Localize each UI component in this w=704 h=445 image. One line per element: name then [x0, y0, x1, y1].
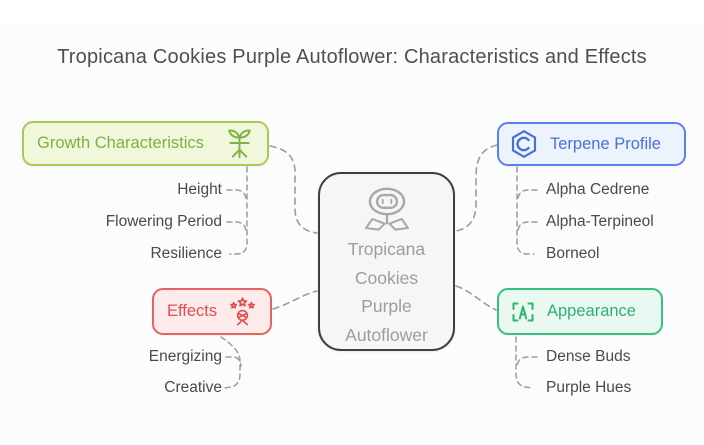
link-alpha-cedrene	[517, 189, 538, 200]
connector-appearance-center	[455, 285, 497, 311]
link-height	[226, 189, 247, 200]
branch-terpene-label: Terpene Profile	[550, 134, 661, 153]
leaf-alpha-cedrene: Alpha Cedrene	[546, 181, 650, 198]
link-alpha-terpineol	[517, 221, 538, 232]
letter-a-brackets-icon	[509, 299, 537, 325]
person-stars-icon	[228, 297, 257, 326]
trunk-growth	[229, 166, 248, 255]
branch-effects-label: Effects	[167, 302, 218, 320]
branch-growth-label: Growth Characteristics	[37, 134, 204, 152]
leaf-alpha-terpineol: Alpha-Terpineol	[546, 213, 654, 230]
connector-effects-center	[272, 290, 318, 310]
link-energizing	[225, 356, 242, 367]
trunk-effects	[220, 336, 241, 389]
branch-appearance: Appearance	[497, 288, 663, 335]
center-node-label: Tropicana Cookies Purple Autoflower	[345, 239, 428, 345]
top-background-band	[0, 0, 704, 25]
leaf-flowering-period: Flowering Period	[105, 213, 222, 230]
sprout-roots-icon	[225, 128, 254, 159]
branch-effects: Effects	[152, 288, 272, 335]
leaf-purple-hues: Purple Hues	[546, 379, 632, 396]
hexagon-c-icon	[509, 129, 539, 159]
leaf-dense-buds: Dense Buds	[546, 348, 631, 365]
center-node: Tropicana Cookies Purple Autoflower	[318, 172, 455, 351]
connector-terpene-center	[455, 144, 498, 232]
branch-appearance-label: Appearance	[547, 302, 636, 320]
leaf-energizing: Energizing	[148, 348, 222, 365]
link-dense-buds	[516, 356, 538, 367]
leaf-resilience: Resilience	[150, 245, 222, 262]
connector-growth-center	[269, 145, 318, 234]
page-title: Tropicana Cookies Purple Autoflower: Cha…	[57, 46, 647, 68]
trunk-appearance	[515, 336, 534, 389]
trunk-terpene	[516, 166, 535, 255]
leaf-creative: Creative	[164, 379, 222, 396]
leaf-borneol: Borneol	[546, 245, 600, 262]
branch-terpene-profile: Terpene Profile	[497, 122, 686, 166]
branch-growth-characteristics: Growth Characteristics	[22, 121, 269, 166]
flower-face-icon	[364, 187, 409, 231]
leaf-height: Height	[177, 181, 222, 198]
link-flowering-period	[226, 221, 247, 232]
